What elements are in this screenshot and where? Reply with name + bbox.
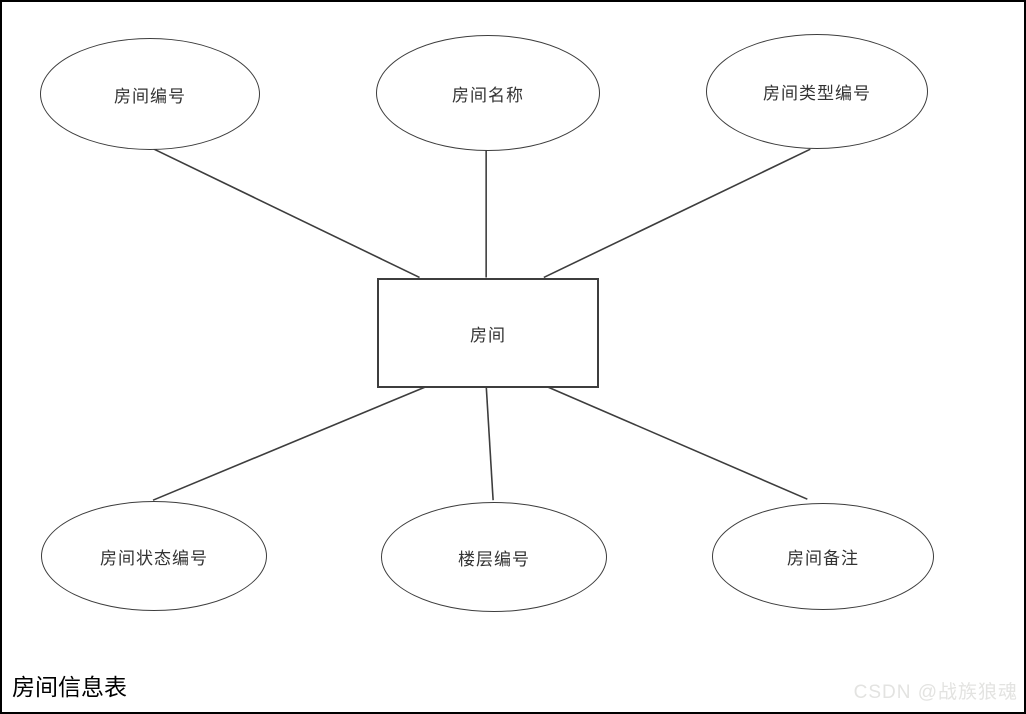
connector-room-remark — [542, 384, 808, 500]
entity-rectangle-room: 房间 — [377, 278, 599, 388]
attribute-label: 房间类型编号 — [763, 84, 871, 103]
attribute-label: 房间名称 — [452, 85, 524, 105]
attribute-ellipse-room-status-number: 房间状态编号 — [41, 501, 267, 611]
attribute-ellipse-room-type-number: 房间类型编号 — [706, 34, 928, 149]
attribute-label: 楼层编号 — [458, 549, 530, 569]
attribute-label: 房间编号 — [114, 86, 186, 106]
attribute-label: 房间状态编号 — [100, 548, 208, 568]
entity-label: 房间 — [470, 325, 506, 345]
watermark-text: CSDN @战族狼魂 — [853, 682, 1018, 703]
attribute-ellipse-floor-number: 楼层编号 — [381, 502, 607, 612]
connector-room-type-number — [543, 148, 811, 279]
connector-room-number — [151, 147, 420, 279]
diagram-caption: 房间信息表 — [12, 675, 127, 700]
attribute-label: 房间备注 — [787, 549, 859, 568]
connector-room-status-number — [152, 384, 431, 501]
attribute-ellipse-room-remark: 房间备注 — [712, 503, 934, 610]
attribute-ellipse-room-name: 房间名称 — [376, 35, 600, 151]
attribute-ellipse-room-number: 房间编号 — [40, 38, 260, 150]
connector-floor-number — [485, 384, 494, 501]
